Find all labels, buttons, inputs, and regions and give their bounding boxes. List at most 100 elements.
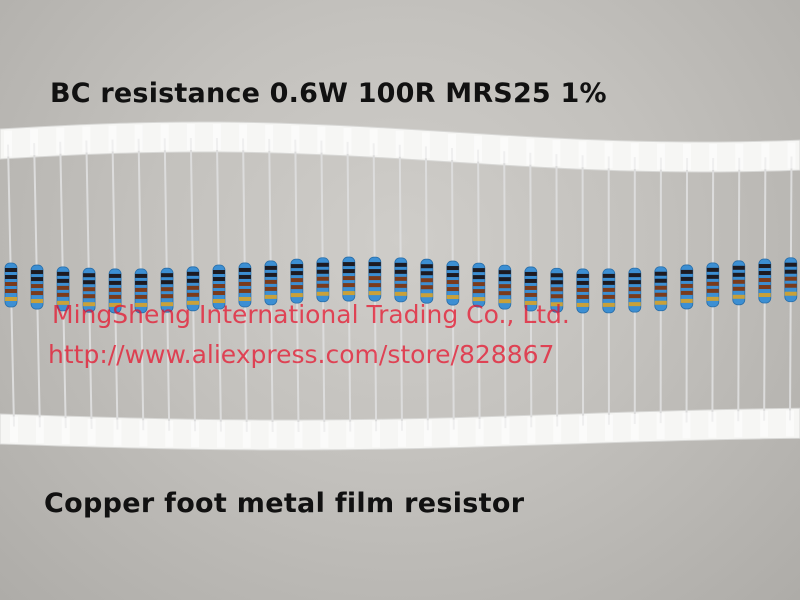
tape-tab-bottom: [527, 417, 536, 444]
tape-tab-bottom: [553, 416, 562, 443]
resistor-band: [161, 287, 174, 292]
resistor-band: [732, 279, 745, 284]
resistor: [56, 127, 70, 445]
tape-tab-bottom: [708, 411, 717, 438]
resistor: [732, 143, 746, 438]
resistor-band: [4, 268, 17, 272]
resistor-band: [706, 274, 719, 279]
resistor: [212, 124, 226, 448]
resistor-band: [732, 272, 745, 277]
tape-tab-top: [552, 140, 561, 167]
tape-tab-top: [56, 127, 65, 154]
resistor-band: [161, 294, 174, 299]
resistor-band: [446, 287, 459, 292]
tape-tab-bottom: [501, 418, 510, 445]
resistor-band: [109, 273, 122, 278]
resistor: [134, 124, 148, 447]
resistor-band: [342, 291, 355, 296]
resistor-band: [135, 302, 148, 307]
resistor-band: [706, 296, 719, 301]
tape-tab-bottom: [734, 411, 743, 438]
tape-tab-bottom: [139, 420, 148, 447]
resistor: [420, 132, 434, 447]
resistor-band: [57, 278, 70, 283]
resistor-band: [706, 267, 719, 272]
tape-tab-top: [735, 143, 744, 170]
resistor-band: [524, 300, 537, 305]
resistor-band: [602, 287, 615, 292]
resistor-band: [446, 266, 459, 271]
tape-tab-top: [265, 124, 274, 151]
tape-tab-bottom: [630, 413, 639, 440]
resistor-band: [161, 280, 174, 285]
resistor-band: [57, 300, 70, 305]
resistor-band: [472, 289, 485, 294]
resistor-band: [342, 269, 355, 274]
resistor-band: [758, 271, 771, 276]
resistor-band: [420, 278, 433, 283]
resistor: [576, 141, 590, 442]
resistor: [628, 143, 642, 440]
resistor-band: [264, 286, 277, 291]
resistor-band: [550, 302, 563, 307]
resistor-band: [654, 278, 667, 283]
tape-tab-bottom: [475, 418, 484, 445]
resistor-band: [212, 284, 225, 289]
resistor-band: [57, 271, 70, 276]
resistor-band: [4, 282, 17, 286]
resistor-band: [316, 269, 329, 274]
resistor-band: [290, 285, 303, 290]
tape-tab-top: [369, 129, 378, 156]
tape-tab-bottom: [346, 421, 355, 448]
tape-tab-top: [108, 125, 117, 152]
resistor-band: [524, 292, 537, 297]
resistor: [654, 143, 668, 440]
tape-tab-top: [4, 130, 12, 157]
resistor-band: [31, 270, 44, 275]
resistor-band: [394, 283, 407, 288]
tape-tab-bottom: [656, 413, 665, 440]
resistor: [186, 124, 200, 448]
resistor-band: [394, 262, 407, 267]
tape-tab-top: [134, 124, 143, 151]
resistor-band: [576, 287, 589, 292]
resistor-band: [758, 278, 771, 283]
tape-tab-top: [343, 127, 352, 154]
resistor-band: [732, 294, 745, 299]
resistor-band: [135, 287, 148, 292]
resistor: [706, 143, 720, 438]
resistor-band: [784, 283, 797, 288]
resistor: [446, 133, 460, 446]
tape-tab-bottom: [268, 421, 277, 448]
resistor-band: [680, 276, 693, 281]
tape-tab-top: [683, 143, 692, 170]
tape-tab-top: [447, 133, 456, 160]
tape-tab-bottom: [294, 421, 303, 448]
resistor-band: [654, 271, 667, 276]
resistor: [602, 142, 616, 441]
tape-tab-bottom: [372, 421, 381, 448]
resistor-band: [472, 275, 485, 280]
resistor: [342, 127, 356, 448]
tape-tab-top: [787, 142, 796, 169]
tape-tab-bottom: [423, 420, 432, 447]
tape-tab-top: [421, 132, 430, 159]
resistor-band: [524, 278, 537, 283]
resistor-band: [576, 294, 589, 299]
resistor-band: [290, 293, 303, 298]
resistor-band: [628, 287, 641, 292]
tape-tab-bottom: [786, 410, 794, 437]
resistor-band: [290, 278, 303, 283]
resistor: [524, 138, 538, 444]
resistor-band: [264, 272, 277, 277]
resistor: [82, 126, 96, 445]
tape-tab-top: [630, 143, 639, 170]
resistor-band: [57, 292, 70, 297]
tape-tab-bottom: [61, 418, 70, 445]
resistor-band: [135, 294, 148, 299]
resistor-band: [238, 281, 251, 286]
resistor-band: [31, 284, 44, 289]
resistor-band: [550, 280, 563, 285]
tape-tab-top: [604, 142, 613, 169]
resistor: [472, 135, 486, 445]
